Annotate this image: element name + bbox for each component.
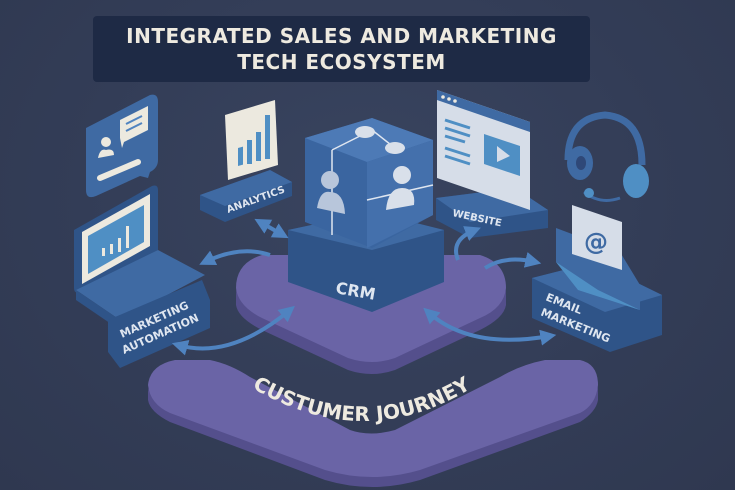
crm-node[interactable]: CRM xyxy=(288,118,444,312)
analytics-node[interactable]: ANALYTICS xyxy=(200,100,292,222)
browser-video-icon xyxy=(437,90,530,210)
marketing-automation-node[interactable]: MARKETING AUTOMATION xyxy=(74,185,210,369)
arrow-crm-website xyxy=(454,226,481,261)
user-chat-bubble-icon xyxy=(86,94,158,198)
svg-text:@: @ xyxy=(584,228,608,256)
title-banner: INTEGRATED SALES AND MARKETING TECH ECOS… xyxy=(93,16,590,82)
envelope-at-icon: @ xyxy=(556,205,640,310)
bar-chart-icon xyxy=(225,100,278,180)
title-line-1: INTEGRATED SALES AND MARKETING xyxy=(126,24,557,48)
email-marketing-node[interactable]: EMAIL MARKETING @ xyxy=(532,205,662,352)
flow-arrows xyxy=(171,218,557,356)
customer-journey-platform: CUSTUMER JOURNEY xyxy=(148,360,598,487)
headset-icon xyxy=(564,111,649,202)
laptop-chart-icon xyxy=(74,185,205,330)
title-line-2: TECH ECOSYSTEM xyxy=(237,50,446,74)
arrow-journey-crm-left xyxy=(171,305,295,356)
arrow-crm-email xyxy=(483,252,542,270)
website-node[interactable]: WEBSITE xyxy=(436,90,548,238)
network-users-cube-icon xyxy=(305,118,434,248)
arrow-journey-crm-right xyxy=(423,307,557,346)
arrow-crm-automation xyxy=(199,249,271,266)
arrow-analytics-crm xyxy=(254,218,289,239)
